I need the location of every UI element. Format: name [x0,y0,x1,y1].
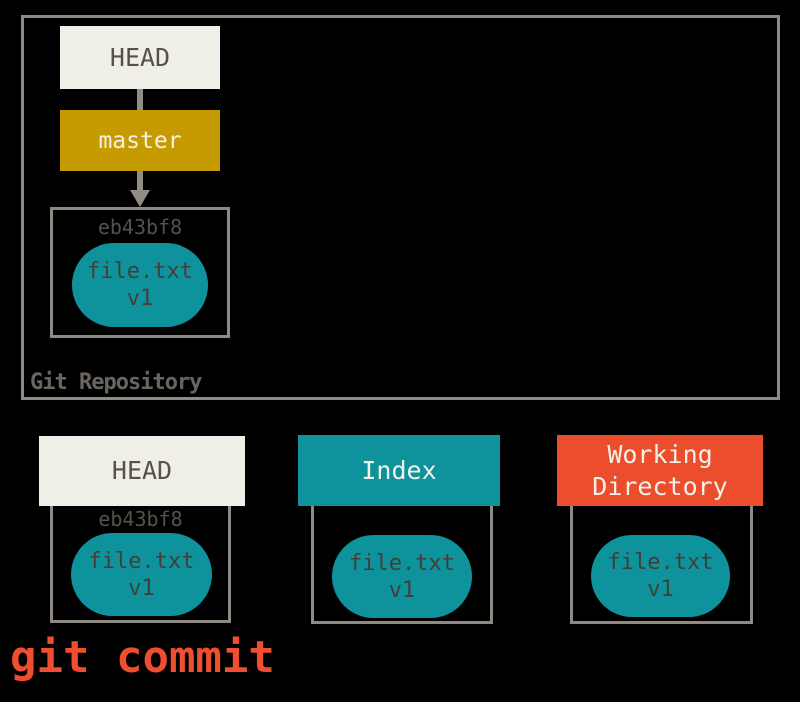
head-section-blob: file.txt v1 [71,533,212,616]
master-branch-box: master [60,110,220,171]
commit-box: eb43bf8 [50,207,230,338]
workdir-section-blob: file.txt v1 [591,535,730,617]
blob-version-label: v1 [126,286,154,311]
command-label: git commit [10,632,275,683]
head-ref-box: HEAD [60,26,220,89]
index-section-box [311,506,493,624]
head-section-box: eb43bf8 [50,506,231,623]
blob-version-label: v1 [647,577,674,602]
head-section-sha-label: eb43bf8 [98,507,183,531]
head-section-header: HEAD [39,436,245,506]
workdir-section-box [570,506,753,624]
workdir-section-header: Working Directory [557,435,763,506]
arrow-down-icon [130,190,150,207]
blob-file-label: file.txt [87,259,193,284]
blob-file-label: file.txt [607,550,714,575]
workdir-section-title: Working Directory [592,439,728,501]
commit-sha-label: eb43bf8 [97,215,183,239]
master-branch-label: master [98,127,182,154]
index-section-blob: file.txt v1 [332,535,472,618]
blob-version-label: v1 [388,577,416,603]
head-to-master-line [137,89,143,110]
index-section-header: Index [298,435,500,506]
head-ref-label: HEAD [109,43,171,72]
index-section-title: Index [361,455,437,485]
blob-version-label: v1 [128,575,155,601]
commit-blob: file.txt v1 [72,243,208,327]
blob-file-label: file.txt [88,548,195,574]
master-to-commit-line [137,171,143,192]
git-repository-box [21,15,780,400]
blob-file-label: file.txt [349,550,455,576]
head-section-title: HEAD [111,456,173,485]
git-repository-label: Git Repository [30,370,202,395]
